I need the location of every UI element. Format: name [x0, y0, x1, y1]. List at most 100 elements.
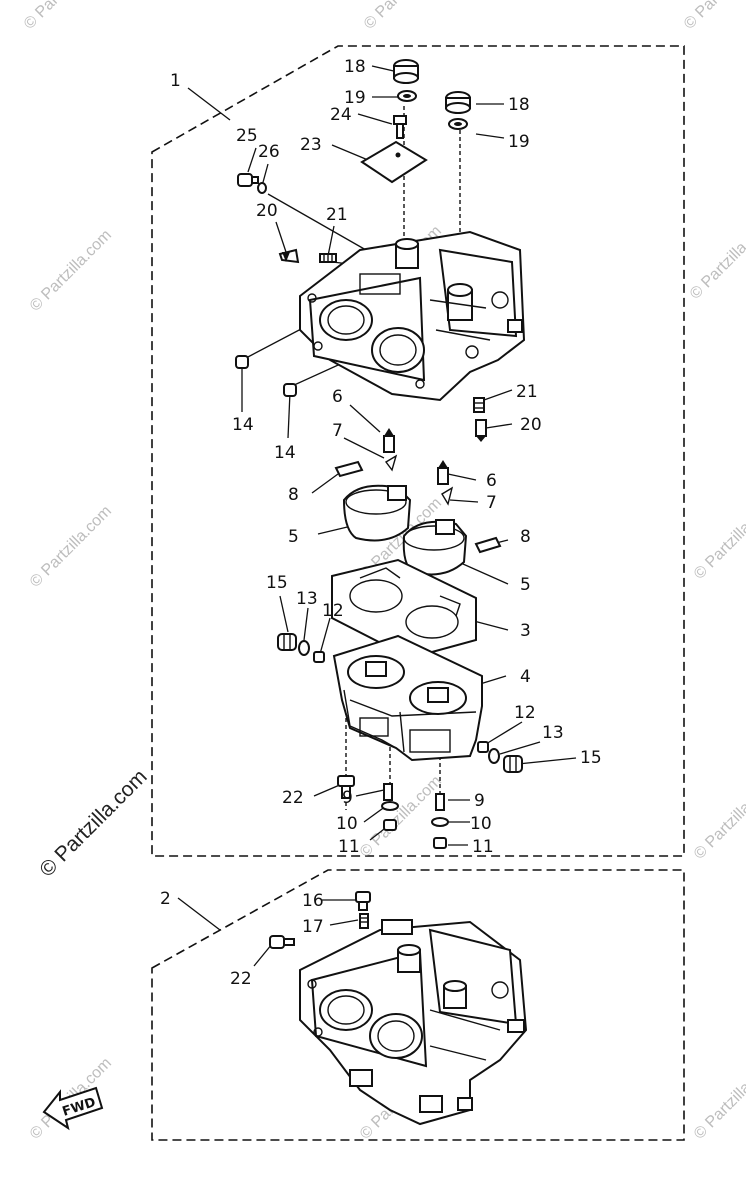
callout-12-right: 12 — [514, 703, 536, 723]
callout-21-left: 21 — [326, 205, 348, 225]
callout-13-left: 13 — [296, 589, 318, 609]
screw-24 — [393, 115, 407, 139]
needle-valve-6-right — [437, 460, 449, 485]
watermark-tile: © Partzilla.com — [691, 1055, 746, 1143]
screw-16 — [355, 891, 371, 911]
carburetor-assembly-2 — [299, 919, 528, 1126]
cap-18-right — [445, 91, 471, 114]
callout-15-right: 15 — [580, 748, 602, 768]
callout-15-left: 15 — [266, 573, 288, 593]
screw-22-upper — [337, 775, 355, 799]
screw-22-lower — [269, 935, 295, 949]
callout-19-right: 19 — [508, 132, 530, 152]
watermark-tile: © Partzilla.com — [361, 0, 449, 33]
callout-18-left: 18 — [344, 57, 366, 77]
watermark-tile: © Partzilla.com — [681, 0, 746, 33]
float-pin-8-right — [474, 536, 502, 554]
drain-screw-12-right — [477, 741, 489, 753]
pilot-screw-14-right — [283, 383, 297, 397]
washer-19-left-hole — [403, 94, 411, 98]
callout-25: 25 — [236, 126, 258, 146]
drain-plug-15-left — [277, 633, 297, 651]
callout-10-right: 10 — [470, 814, 492, 834]
o-ring-13-left — [298, 640, 310, 656]
screw-25 — [237, 173, 259, 187]
callout-12-left: 12 — [322, 601, 344, 621]
callout-19-left: 19 — [344, 88, 366, 108]
drain-screw-12-left — [313, 651, 325, 663]
callout-20-left: 20 — [256, 201, 278, 221]
assembly-1-boundary — [151, 45, 685, 857]
plug-11-left — [383, 819, 397, 831]
callout-3: 3 — [520, 621, 531, 641]
callout-11-right: 11 — [472, 837, 494, 857]
callout-22-lower: 22 — [230, 969, 252, 989]
callout-20-right: 20 — [520, 415, 542, 435]
callout-26: 26 — [258, 142, 280, 162]
callout-4: 4 — [520, 667, 531, 687]
callout-22-upper: 22 — [282, 788, 304, 808]
clip-7-right — [441, 486, 454, 506]
assembly-2-boundary — [151, 869, 685, 1141]
screw-20-left — [278, 248, 300, 264]
callout-14-left: 14 — [232, 415, 254, 435]
needle-valve-6-left — [383, 428, 395, 453]
cover-23-hole — [395, 152, 401, 158]
callout-6-right: 6 — [486, 471, 497, 491]
watermark-tile: © Partzilla.com — [27, 227, 115, 315]
cover-23 — [360, 140, 428, 184]
washer-10-left — [381, 801, 399, 811]
callout-18-right: 18 — [508, 95, 530, 115]
callout-11-left: 11 — [338, 837, 360, 857]
watermark-tile: © Partzilla.com — [21, 0, 109, 33]
plug-11-right — [433, 837, 447, 849]
callout-5-right: 5 — [520, 575, 531, 595]
watermark-tile: © Partzilla.com — [357, 773, 445, 861]
o-ring-13-right — [488, 748, 500, 764]
gasket-3 — [331, 558, 477, 660]
callout-7-right: 7 — [486, 493, 497, 513]
float-5-left — [342, 484, 412, 542]
drain-plug-15-right — [503, 755, 523, 773]
watermark-main: © Partzilla.com — [35, 765, 151, 881]
screw-20-right — [475, 419, 487, 442]
watermark-tile: © Partzilla.com — [27, 503, 115, 591]
callout-24: 24 — [330, 105, 352, 125]
float-chamber-4 — [332, 634, 483, 762]
callout-7-left: 7 — [332, 421, 343, 441]
watermark-tile: © Partzilla.com — [691, 775, 746, 863]
callout-6-left: 6 — [332, 387, 343, 407]
clip-7-left — [384, 454, 398, 472]
spring-17 — [359, 913, 369, 929]
callout-17: 17 — [302, 917, 324, 937]
callout-1: 1 — [170, 71, 181, 91]
callout-5-left: 5 — [288, 527, 299, 547]
callout-9-left: 9 — [342, 788, 353, 808]
washer-26 — [257, 182, 267, 194]
callout-9-right: 9 — [474, 791, 485, 811]
watermark-tile: © Partzilla.com — [691, 495, 746, 583]
callout-2: 2 — [160, 889, 171, 909]
callout-16: 16 — [302, 891, 324, 911]
spring-21-left — [319, 253, 337, 263]
spring-21-right — [473, 397, 485, 413]
callout-23: 23 — [300, 135, 322, 155]
washer-19-right-hole — [454, 122, 462, 126]
callout-10-left: 10 — [336, 814, 358, 834]
callout-8-left: 8 — [288, 485, 299, 505]
callout-labels: 1 18 19 18 19 24 23 25 26 20 21 14 14 21… — [160, 57, 602, 989]
float-5-right — [402, 519, 468, 576]
callout-8-right: 8 — [520, 527, 531, 547]
carburetor-body-upper — [299, 230, 526, 402]
callout-13-right: 13 — [542, 723, 564, 743]
pilot-screw-14-left — [235, 355, 249, 369]
main-jet-9-right — [435, 793, 445, 811]
callout-21-right: 21 — [516, 382, 538, 402]
watermark-tile: © Partzilla.com — [687, 215, 746, 303]
cap-18-left — [393, 59, 419, 84]
washer-10-right — [431, 817, 449, 827]
callout-14-right: 14 — [274, 443, 296, 463]
main-jet-9-left — [383, 783, 393, 801]
